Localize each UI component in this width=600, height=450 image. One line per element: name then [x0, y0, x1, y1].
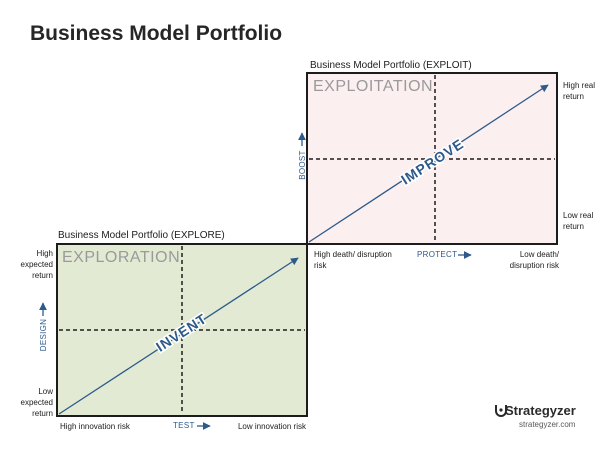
- explore-matrix: [56, 243, 308, 417]
- exploitation-label: EXPLOITATION: [313, 78, 434, 95]
- explore-panel-title: Business Model Portfolio (EXPLORE): [58, 230, 225, 241]
- exploit-panel-title: Business Model Portfolio (EXPLOIT): [310, 60, 472, 71]
- low-innovation-risk-label: Low innovation risk: [237, 422, 306, 431]
- exploit-diagonal-arrow: [308, 84, 549, 243]
- exploration-label: EXPLORATION: [62, 249, 181, 266]
- low-death-disruption-risk-label: Low death/ disruption risk: [509, 250, 559, 270]
- test-axis-label: TEST: [173, 421, 195, 430]
- low-real-return-label: Low real return: [563, 211, 594, 231]
- boost-axis-label: BOOST: [298, 150, 307, 180]
- high-innovation-risk-label: High innovation risk: [60, 422, 130, 431]
- high-real-return-label: High real return: [563, 81, 596, 101]
- strategyzer-logo-icon: [495, 405, 507, 417]
- high-death-disruption-risk-label: High death/ disruption risk: [314, 250, 392, 270]
- page-title: Business Model Portfolio: [30, 22, 283, 45]
- protect-axis-label: PROTECT: [417, 250, 458, 259]
- low-expected-return-label: Low expected return: [20, 387, 53, 418]
- explore-diagonal-arrow: [58, 257, 299, 415]
- strategyzer-url: strategyzer.com: [519, 420, 576, 429]
- high-expected-return-label: High expected return: [20, 249, 53, 280]
- exploit-matrix: [306, 72, 558, 245]
- design-axis-label: DESIGN: [39, 319, 48, 351]
- strategyzer-logo-text: Strategyzer: [505, 403, 576, 418]
